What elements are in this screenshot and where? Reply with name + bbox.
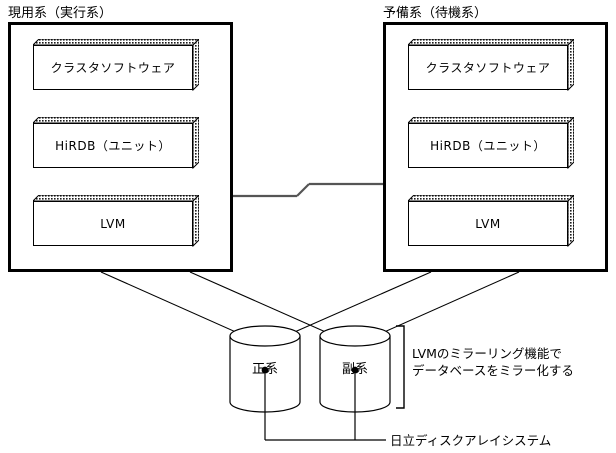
active-component-label-2: LVM — [100, 216, 126, 231]
standby-host-box: クラスタソフトウェア HiRDB（ユニット） LVM — [383, 22, 608, 272]
active-host-box: クラスタソフトウェア HiRDB（ユニット） LVM — [8, 22, 233, 272]
standby-to-disk-lines — [264, 271, 520, 346]
mirroring-annotation: LVMのミラーリング機能で データベースをミラー化する — [412, 345, 574, 379]
active-component-label-1: HiRDB（ユニット） — [55, 139, 171, 153]
mirroring-bracket — [396, 325, 405, 409]
disk-primary-label: 正系 — [251, 361, 278, 376]
active-host-title: 現用系（実行系） — [8, 5, 113, 20]
standby-component-label-2: LVM — [475, 216, 501, 231]
standby-component-hirdb-unit: HiRDB（ユニット） — [408, 117, 574, 169]
standby-component-label-1: HiRDB（ユニット） — [430, 139, 546, 153]
mirroring-annotation-line1: LVMのミラーリング機能で — [412, 346, 562, 361]
active-component-lvm: LVM — [33, 195, 199, 247]
active-to-disk-lines — [100, 271, 356, 346]
active-component-cluster-software: クラスタソフトウェア — [33, 39, 199, 91]
disk-array-leader — [264, 370, 386, 441]
disk-primary-shape — [229, 325, 301, 413]
disk-array-annotation: 日立ディスクアレイシステム — [390, 433, 552, 448]
standby-component-cluster-software: クラスタソフトウェア — [408, 39, 574, 91]
mirroring-annotation-line2: データベースをミラー化する — [412, 363, 574, 378]
disk-secondary-label: 副系 — [341, 361, 368, 376]
standby-component-label-0: クラスタソフトウェア — [425, 61, 551, 75]
standby-host-title: 予備系（待機系） — [383, 5, 488, 20]
active-component-label-0: クラスタソフトウェア — [50, 61, 176, 75]
standby-component-lvm: LVM — [408, 195, 574, 247]
disk-secondary-shape — [319, 325, 391, 413]
active-component-hirdb-unit: HiRDB（ユニット） — [33, 117, 199, 169]
cluster-interconnect — [233, 182, 383, 198]
